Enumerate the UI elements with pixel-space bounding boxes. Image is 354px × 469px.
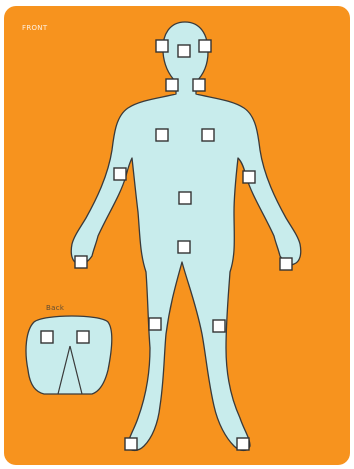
inset-marker-right: [77, 331, 89, 343]
marker-chest-right: [202, 129, 214, 141]
marker-thigh-right: [213, 320, 225, 332]
marker-foot-left: [125, 438, 137, 450]
inset-back-view: [26, 316, 112, 394]
marker-head-center: [178, 45, 190, 57]
inset-label: Back: [46, 304, 64, 312]
marker-arm-right: [243, 171, 255, 183]
marker-head-right: [199, 40, 211, 52]
inset-outline: [26, 316, 112, 394]
marker-abdomen: [179, 192, 191, 204]
marker-neck-right: [193, 79, 205, 91]
marker-hand-left: [75, 256, 87, 268]
marker-chest-left: [156, 129, 168, 141]
inset-marker-left: [41, 331, 53, 343]
marker-neck-left: [166, 79, 178, 91]
marker-thigh-left: [149, 318, 161, 330]
body-silhouette: [71, 22, 301, 451]
marker-head-left: [156, 40, 168, 52]
marker-hand-right: [280, 258, 292, 270]
marker-groin: [178, 241, 190, 253]
marker-foot-right: [237, 438, 249, 450]
marker-arm-left: [114, 168, 126, 180]
